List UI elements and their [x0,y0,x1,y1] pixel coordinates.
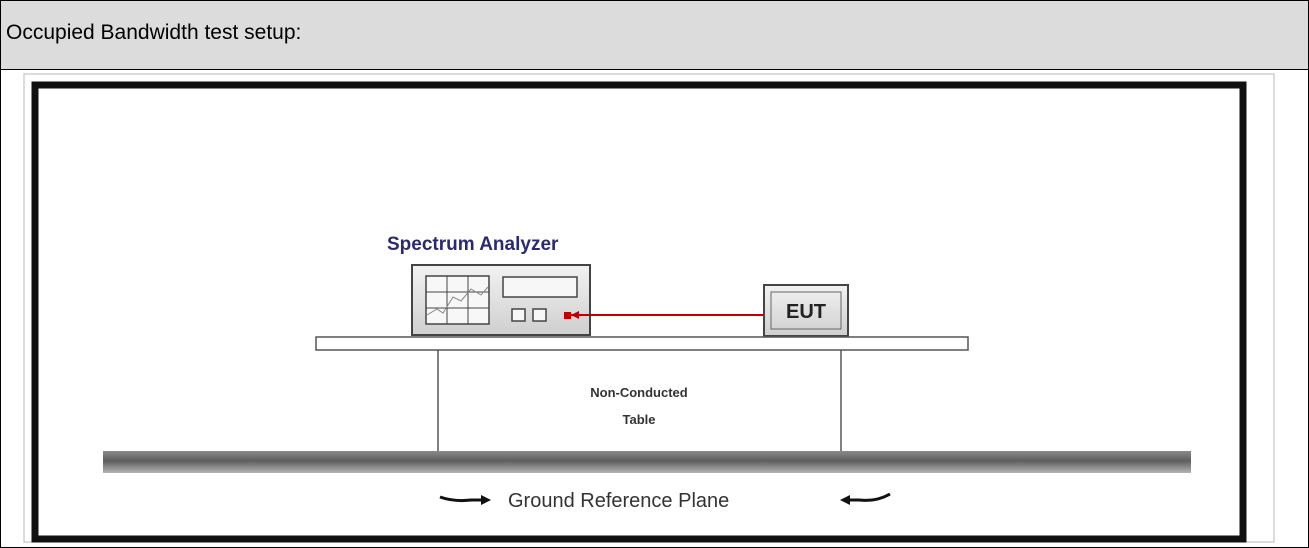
figure-header: Occupied Bandwidth test setup: [1,1,1308,70]
spectrum-analyzer-device [411,264,591,336]
table-label-line2: Table [623,412,656,427]
eut-label: EUT [786,301,826,323]
analyzer-button-1 [511,308,526,322]
analyzer-button-2 [532,308,547,322]
spectrum-analyzer-label: Spectrum Analyzer [387,234,559,255]
ground-reference-plane [103,451,1191,473]
eut-device: EUT [763,284,849,337]
analyzer-display-window [502,276,578,298]
analyzer-screen-icon [425,275,490,325]
table-label-line1: Non-Conducted [590,385,688,400]
ground-plane-label: Ground Reference Plane [508,490,729,512]
left-arrow-icon [840,492,891,505]
figure-title: Occupied Bandwidth test setup: [6,21,302,44]
analyzer-rf-connector [564,312,571,319]
cable-arrow-head [571,311,579,319]
table-top [315,336,969,351]
right-arrow-icon [439,495,491,505]
diagram-inner-border [31,81,1247,543]
test-setup-diagram: Spectrum Analyzer [23,73,1275,543]
